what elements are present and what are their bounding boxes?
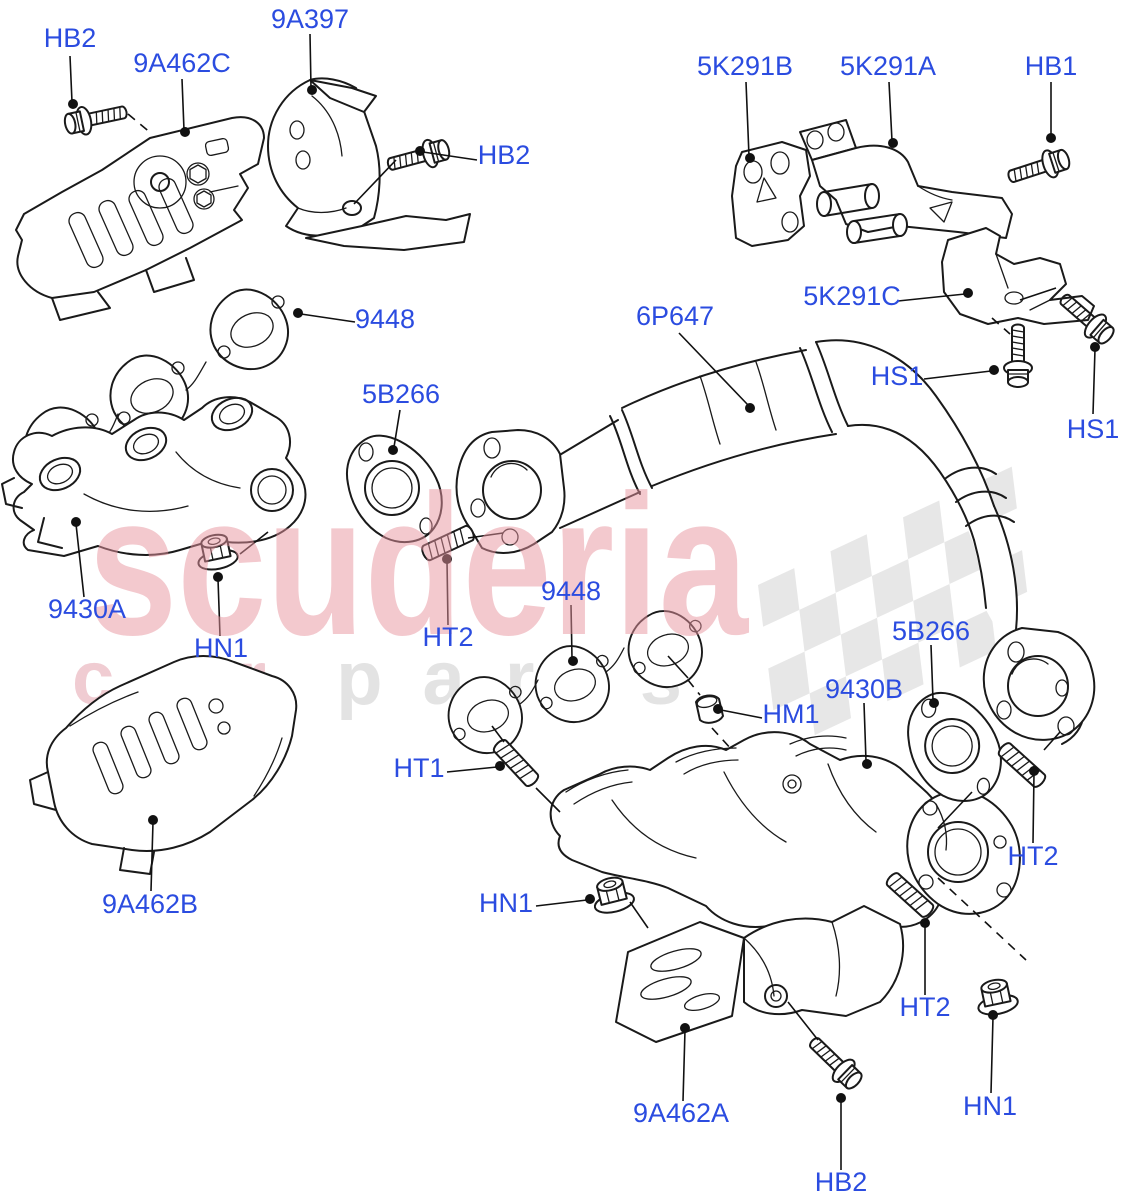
callout-leaders <box>68 33 1100 1170</box>
bolt-hb2-bottom-drawing <box>801 1029 869 1096</box>
bolt-hb2-top-right-drawing <box>383 134 454 180</box>
part-label-ht2-right[interactable]: HT2 <box>1007 841 1058 871</box>
bracket-5k291a-drawing <box>799 119 1013 244</box>
part-label-hn1-bottom-right[interactable]: HN1 <box>963 1091 1017 1121</box>
part-label-hn1-left[interactable]: HN1 <box>194 633 248 663</box>
bolt-hb1-drawing <box>1003 143 1074 192</box>
part-label-hm1[interactable]: HM1 <box>762 699 819 729</box>
part-label-hn1-middle[interactable]: HN1 <box>479 888 533 918</box>
watermark-brand: scuderia <box>88 454 749 677</box>
part-label-ht2-bottom[interactable]: HT2 <box>899 992 950 1022</box>
part-label-hb1[interactable]: HB1 <box>1025 51 1078 81</box>
downpipe-right-flange <box>982 627 1096 741</box>
downpipe-6p647-drawing <box>455 339 1096 745</box>
part-label-hb2-top-left[interactable]: HB2 <box>44 23 97 53</box>
part-label-ht2-left[interactable]: HT2 <box>422 622 473 652</box>
mount-hm1-drawing <box>695 694 724 724</box>
manifold-9430a-drawing <box>1 396 307 557</box>
downpipe-left-flange <box>455 429 566 554</box>
part-label-9430b[interactable]: 9430B <box>825 674 903 704</box>
nut-hn1-middle-drawing <box>587 872 638 918</box>
heat-shield-9a462b-drawing <box>29 655 298 875</box>
part-label-hb2-bottom[interactable]: HB2 <box>815 1167 868 1197</box>
part-label-5b266-left[interactable]: 5B266 <box>362 379 440 409</box>
part-label-ht1[interactable]: HT1 <box>393 753 444 783</box>
part-label-9448-left[interactable]: 9448 <box>355 304 415 334</box>
part-label-hb2-top-right[interactable]: HB2 <box>478 140 531 170</box>
part-label-hs1-right[interactable]: HS1 <box>1067 414 1120 444</box>
bracket-5k291b-drawing <box>731 141 811 247</box>
stud-ht2-right-drawing <box>995 739 1049 791</box>
heat-shield-9a397-drawing <box>267 77 471 251</box>
gasket-9448-middle-drawing <box>443 606 707 758</box>
callout-labels: HB2 9A462C 9A397 HB2 5K291B 5K291A HB1 5… <box>44 4 1120 1197</box>
part-label-5k291c[interactable]: 5K291C <box>803 281 901 311</box>
manifold-9430b-drawing <box>549 731 1021 934</box>
part-label-hs1-left[interactable]: HS1 <box>871 361 924 391</box>
bolt-hs1-left-drawing <box>1003 323 1033 388</box>
part-label-9448-middle[interactable]: 9448 <box>541 576 601 606</box>
part-label-9430a[interactable]: 9430A <box>48 594 126 624</box>
assembly-lines <box>127 113 1061 1041</box>
part-label-9a397[interactable]: 9A397 <box>271 4 349 34</box>
callout-dots <box>68 85 1100 1103</box>
part-label-5b266-right[interactable]: 5B266 <box>892 616 970 646</box>
heat-shield-9a462a-drawing <box>615 905 904 1043</box>
part-label-5k291a[interactable]: 5K291A <box>840 51 936 81</box>
part-label-9a462b[interactable]: 9A462B <box>102 889 198 919</box>
part-label-6p647[interactable]: 6P647 <box>636 301 714 331</box>
bracket-5k291c-drawing <box>941 227 1095 325</box>
part-label-9a462a[interactable]: 9A462A <box>633 1098 729 1128</box>
part-label-5k291b[interactable]: 5K291B <box>697 51 793 81</box>
part-label-9a462c[interactable]: 9A462C <box>133 48 231 78</box>
checkered-flag-watermark <box>758 466 1028 736</box>
heat-shield-9a462c-drawing <box>15 116 265 321</box>
